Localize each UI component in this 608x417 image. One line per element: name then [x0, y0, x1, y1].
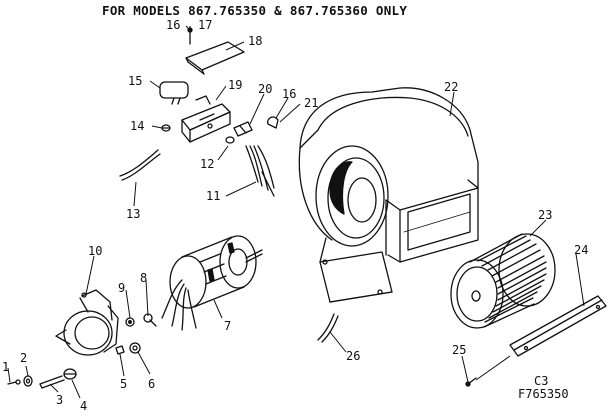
callout-16-right: 16	[282, 87, 296, 101]
screw-icon	[161, 124, 171, 132]
callout-6: 6	[148, 377, 155, 391]
callout-9: 9	[118, 281, 125, 295]
callout-18: 18	[248, 34, 262, 48]
callout-16-top: 16	[166, 18, 180, 32]
callout-3: 3	[56, 393, 63, 407]
callout-labels: 16 17 18 15 19 20 16 21 14 12 11 13 22 2…	[2, 18, 588, 413]
figure-code: C3	[534, 374, 548, 388]
wire-harness-icon	[245, 145, 275, 197]
callout-17: 17	[198, 18, 212, 32]
leader-lines	[7, 25, 585, 399]
callout-12: 12	[200, 157, 214, 171]
nut-icon	[115, 345, 125, 355]
callout-20: 20	[258, 82, 272, 96]
callout-13: 13	[126, 207, 140, 221]
diagram-title: FOR MODELS 867.765350 & 867.765360 ONLY	[102, 3, 407, 18]
callout-10: 10	[88, 244, 102, 258]
callout-21: 21	[304, 96, 318, 110]
callout-7: 7	[224, 319, 231, 333]
lock-washer-icon	[125, 317, 135, 327]
wire-tie-icon	[317, 313, 339, 343]
bolt-icon	[143, 313, 157, 327]
screw-icon	[187, 27, 193, 45]
capacitor-icon	[159, 81, 189, 105]
callout-4: 4	[80, 399, 87, 413]
cutoff-plate-icon	[509, 295, 607, 357]
set-screw-icon	[63, 368, 77, 380]
callout-1: 1	[2, 360, 9, 374]
callout-8: 8	[140, 271, 147, 285]
clip-icon	[267, 116, 279, 129]
grommet-icon	[129, 342, 141, 354]
callout-2: 2	[20, 351, 27, 365]
figure-id: F765350	[518, 387, 569, 401]
callout-26: 26	[346, 349, 360, 363]
callout-24: 24	[574, 243, 588, 257]
connector-icon	[233, 121, 253, 137]
shaft-pin-icon	[39, 375, 65, 389]
callout-25: 25	[452, 343, 466, 357]
motor-mount-icon	[55, 289, 119, 356]
blower-housing-icon	[298, 87, 479, 303]
wire-tie-icon	[119, 149, 161, 181]
blower-wheel-icon	[450, 233, 556, 329]
blower-motor-icon	[161, 235, 263, 331]
small-screw-icon	[7, 379, 21, 385]
screw-icon	[225, 136, 235, 144]
cover-plate-icon	[185, 41, 245, 75]
callout-5: 5	[120, 377, 127, 391]
callout-23: 23	[538, 208, 552, 222]
callout-15: 15	[128, 74, 142, 88]
washer-icon	[23, 375, 33, 387]
callout-14: 14	[130, 119, 144, 133]
callout-19: 19	[228, 78, 242, 92]
callout-11: 11	[206, 189, 220, 203]
callout-22: 22	[444, 80, 458, 94]
capacitor-bracket-icon	[181, 95, 231, 143]
